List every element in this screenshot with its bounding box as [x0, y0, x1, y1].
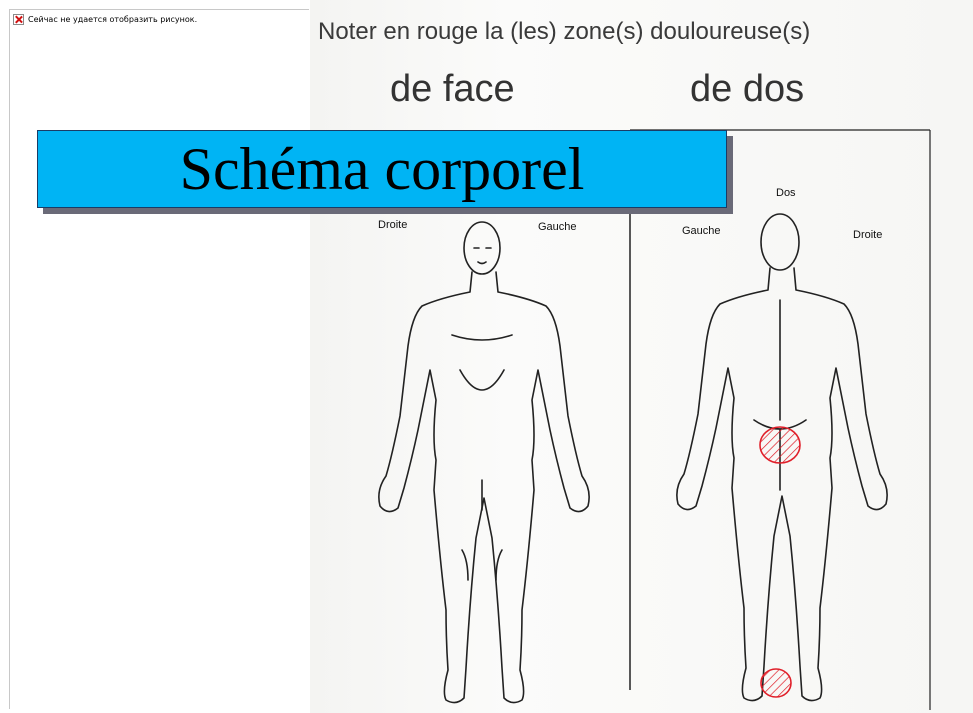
broken-image-placeholder: Сейчас не удается отобразить рисунок. — [9, 9, 309, 709]
broken-image-row: Сейчас не удается отобразить рисунок. — [13, 14, 197, 25]
front-left-side-label: Gauche — [538, 221, 577, 233]
painful-zone-heel — [761, 669, 791, 697]
instruction-headline: Noter en rouge la (les) zone(s) douloure… — [318, 18, 810, 46]
broken-image-icon — [13, 14, 24, 25]
broken-image-message: Сейчас не удается отобразить рисунок. — [28, 15, 197, 24]
front-body-figure — [379, 222, 589, 703]
back-top-label: Dos — [776, 187, 796, 199]
back-right-side-label: Droite — [853, 229, 882, 241]
slide-title-banner: Schéma corporel — [37, 130, 727, 208]
painful-zone-lower-back — [760, 427, 800, 463]
body-diagram: Droite Gauche Dos Gauche Droite — [310, 120, 973, 713]
front-view-label: de face — [390, 68, 515, 111]
back-view-label: de dos — [690, 68, 804, 111]
slide-title: Schéma corporel — [180, 136, 585, 202]
front-right-side-label: Droite — [378, 219, 407, 231]
back-left-side-label: Gauche — [682, 225, 721, 237]
